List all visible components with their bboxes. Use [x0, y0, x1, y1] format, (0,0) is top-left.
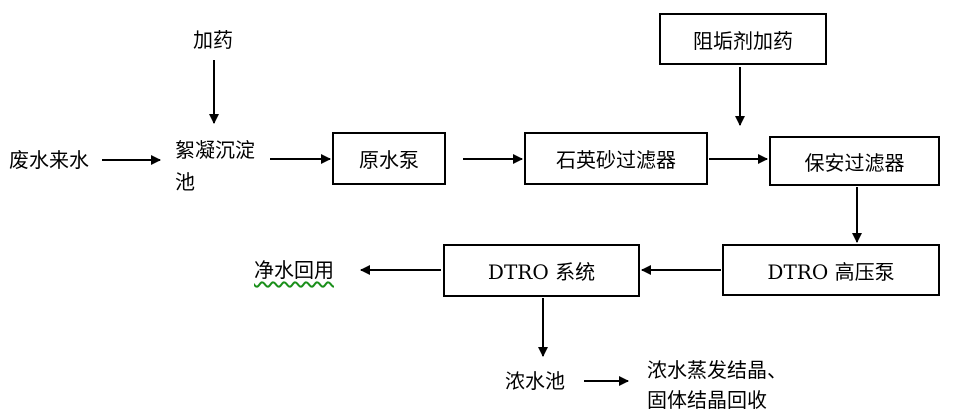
clean-water-reuse-label: 净水回用 [254, 258, 334, 282]
antiscalant-dosing-label: 阻垢剂加药 [693, 28, 793, 53]
wastewater-inflow-label: 废水来水 [9, 148, 89, 172]
dtro-high-pressure-pump-label: DTRO 高压泵 [767, 259, 895, 284]
security-filter-label: 保安过滤器 [804, 150, 905, 175]
brine-tank-label: 浓水池 [505, 369, 565, 393]
security-filter-box: 保安过滤器 [769, 136, 940, 186]
dosing-label: 加药 [193, 28, 233, 52]
quartz-sand-filter-box: 石英砂过滤器 [524, 132, 708, 185]
evaporation-label-2: 固体结晶回收 [647, 388, 767, 412]
raw-water-pump-label: 原水泵 [359, 148, 419, 172]
dtro-system-label: DTRO 系统 [487, 260, 596, 284]
dtro-high-pressure-pump-box: DTRO 高压泵 [722, 244, 940, 296]
antiscalant-dosing-box: 阻垢剂加药 [659, 13, 827, 65]
quartz-sand-filter-label: 石英砂过滤器 [556, 148, 676, 172]
flocculation-tank-label-2: 池 [175, 170, 195, 194]
flocculation-tank-label-1: 絮凝沉淀 [175, 138, 255, 162]
raw-water-pump-box: 原水泵 [332, 132, 446, 185]
evaporation-label-1: 浓水蒸发结晶、 [647, 358, 787, 382]
dtro-system-box: DTRO 系统 [443, 244, 640, 297]
